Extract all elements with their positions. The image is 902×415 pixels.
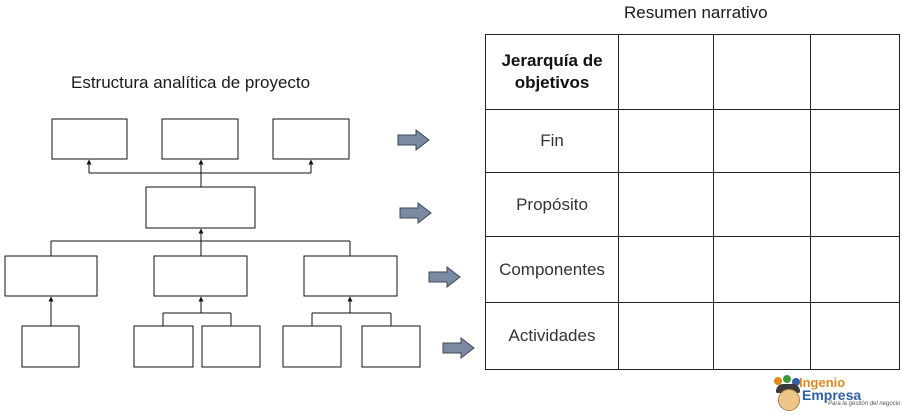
table-cell <box>618 302 714 370</box>
table-cell <box>810 302 900 370</box>
right-arrow-icon <box>428 266 461 288</box>
objectives-hierarchy-header: Jerarquía de objetivos <box>485 34 619 110</box>
wbs-box-top-2 <box>161 118 239 160</box>
ingenio-empresa-logo: Ingenio Empresa Para la gestión del nego… <box>772 375 902 411</box>
table-cell <box>713 109 811 173</box>
matrix-title: Resumen narrativo <box>624 3 768 22</box>
right-arrow-icon <box>399 202 432 224</box>
wbs-box-level3-3 <box>303 255 398 297</box>
wbs-box-top-3 <box>272 118 350 160</box>
table-cell <box>713 302 811 370</box>
wbs-box-level3-2 <box>153 255 248 297</box>
wbs-box-bottom-2 <box>133 325 194 368</box>
narrative-summary-table: Jerarquía de objetivos Fin Propósito Com… <box>485 34 900 370</box>
wbs-box-level3-1 <box>4 255 98 297</box>
row-label-actividades: Actividades <box>485 302 619 370</box>
table-cell <box>810 236 900 303</box>
row-label-proposito: Propósito <box>485 172 619 237</box>
table-cell <box>810 109 900 173</box>
wbs-box-bottom-1 <box>21 325 80 368</box>
table-cell <box>810 34 900 110</box>
table-row: Componentes <box>485 236 900 303</box>
table-cell <box>713 172 811 237</box>
table-row: Actividades <box>485 302 900 370</box>
table-cell <box>618 34 714 110</box>
wbs-diagram <box>4 118 421 368</box>
table-cell <box>810 172 900 237</box>
table-cell <box>713 34 811 110</box>
right-arrow-icon <box>397 129 430 151</box>
wbs-box-bottom-3 <box>201 325 261 368</box>
table-cell <box>618 236 714 303</box>
table-row: Propósito <box>485 172 900 237</box>
row-label-fin: Fin <box>485 109 619 173</box>
logo-name-line1: Ingenio <box>799 375 846 390</box>
wbs-box-bottom-4 <box>282 325 342 368</box>
table-cell <box>618 172 714 237</box>
table-cell <box>713 236 811 303</box>
wbs-box-middle <box>145 186 256 229</box>
table-row: Fin <box>485 109 900 173</box>
wbs-title: Estructura analítica de proyecto <box>71 73 311 92</box>
wbs-box-top-1 <box>51 118 128 160</box>
table-cell <box>618 109 714 173</box>
logo-tagline: Para la gestión del negocio <box>828 401 901 407</box>
right-arrow-icon <box>442 337 475 359</box>
logo-name-line2: Empresa <box>802 387 862 403</box>
wbs-box-bottom-5 <box>361 325 421 368</box>
table-row: Jerarquía de objetivos <box>485 34 900 110</box>
row-label-componentes: Componentes <box>485 236 619 303</box>
